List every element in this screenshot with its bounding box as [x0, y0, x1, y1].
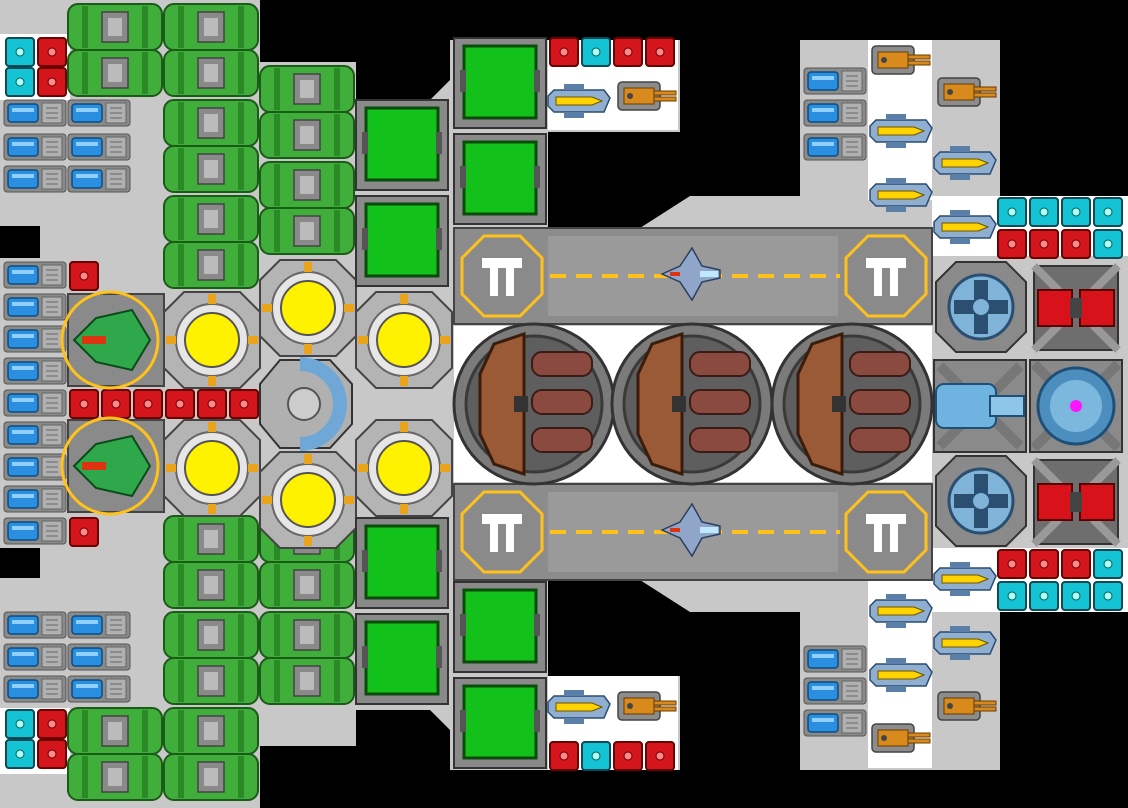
thruster-bank-right-upper	[803, 67, 867, 161]
hangar-bay-lower	[453, 483, 933, 581]
fighter-dock-lower	[60, 416, 165, 516]
shield-core	[1029, 359, 1123, 453]
fighter-dock-upper	[60, 290, 165, 390]
heavy-turret-icon	[452, 322, 934, 486]
thruster-bank-right-lower	[803, 645, 867, 737]
bridge-module	[259, 357, 353, 451]
thruster-bank-middle	[3, 261, 67, 545]
hangar-bay-upper	[453, 227, 933, 325]
spinal-cannon	[933, 359, 1027, 453]
